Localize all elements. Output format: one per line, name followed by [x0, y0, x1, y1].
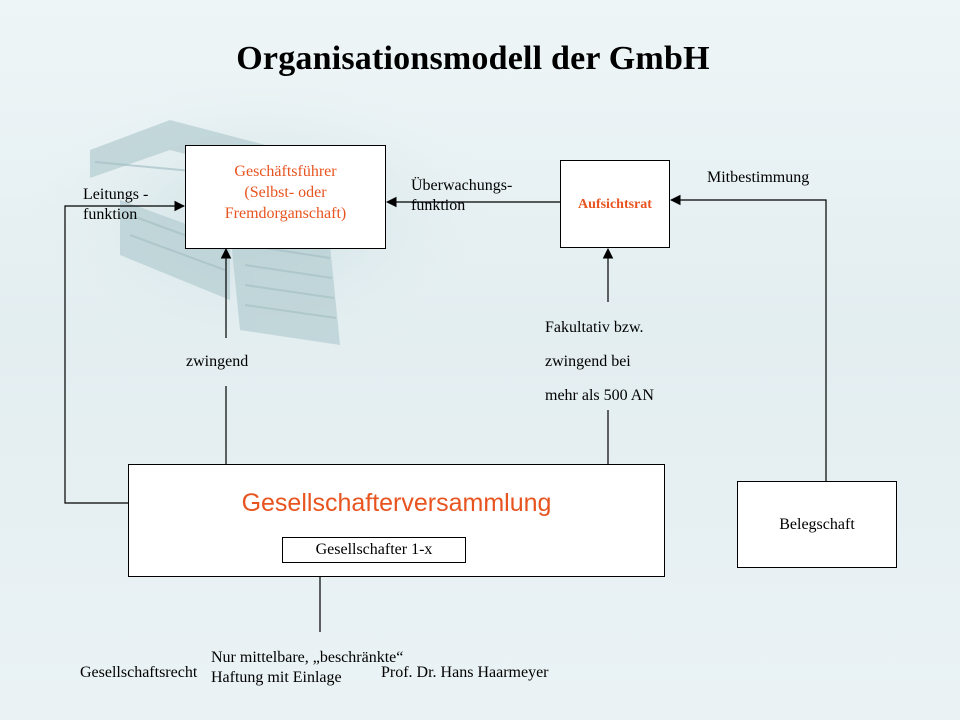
- belegschaft-box: Belegschaft: [737, 481, 897, 568]
- footer-left: Gesellschaftsrecht: [80, 664, 198, 681]
- leitungsfunktion-label: Leitungs - funktion: [83, 185, 148, 225]
- haftung-line-2: Haftung mit Einlage: [211, 669, 342, 686]
- belegschaft-text: Belegschaft: [779, 516, 855, 533]
- ueberwachungsfunktion-label: Überwachungs- funktion: [411, 176, 512, 216]
- gesellschafterversammlung-text: Gesellschafterversammlung: [241, 489, 552, 517]
- geschaeftsfuehrer-text: Geschäftsführer (Selbst- oder Fremdorgan…: [186, 161, 385, 224]
- geschaeftsfuehrer-line-2: (Selbst- oder: [244, 184, 327, 201]
- geschaeftsfuehrer-line-1: Geschäftsführer: [234, 163, 337, 180]
- zwingend-label: zwingend: [186, 353, 249, 370]
- aufsichtsrat-box: Aufsichtsrat: [560, 160, 670, 248]
- fakultativ-line-1: Fakultativ bzw.: [545, 319, 644, 336]
- fakultativ-label: Fakultativ bzw. zwingend bei mehr als 50…: [545, 311, 654, 413]
- leitungsfunktion-line-2: funktion: [83, 206, 138, 223]
- fakultativ-line-3: mehr als 500 AN: [545, 387, 654, 404]
- leitungsfunktion-line-1: Leitungs -: [83, 186, 149, 203]
- mitbestimmung-arrow: [669, 194, 827, 481]
- geschaeftsfuehrer-line-3: Fremdorganschaft): [224, 205, 347, 222]
- mitbestimmung-label: Mitbestimmung: [707, 169, 810, 186]
- leitungsfunktion-arrow: [64, 200, 186, 504]
- footer-right: Prof. Dr. Hans Haarmeyer: [381, 664, 549, 681]
- haftung-label: Nur mittelbare, „beschränkte“ Haftung mi…: [211, 648, 403, 688]
- aufsichtsrat-text: Aufsichtsrat: [578, 197, 652, 212]
- page-title: Organisationsmodell der GmbH: [236, 40, 710, 77]
- geschaeftsfuehrer-box: Geschäftsführer (Selbst- oder Fremdorgan…: [185, 145, 386, 249]
- gesellschafter-box: Gesellschafter 1-x: [282, 537, 466, 563]
- fakultativ-line-2: zwingend bei: [545, 353, 631, 370]
- haftung-line-1: Nur mittelbare, „beschränkte“: [211, 649, 404, 666]
- ueberwachungsfunktion-line-2: funktion: [411, 197, 466, 214]
- gesellschafter-text: Gesellschafter 1-x: [315, 541, 433, 558]
- ueberwachungsfunktion-line-1: Überwachungs-: [411, 177, 513, 194]
